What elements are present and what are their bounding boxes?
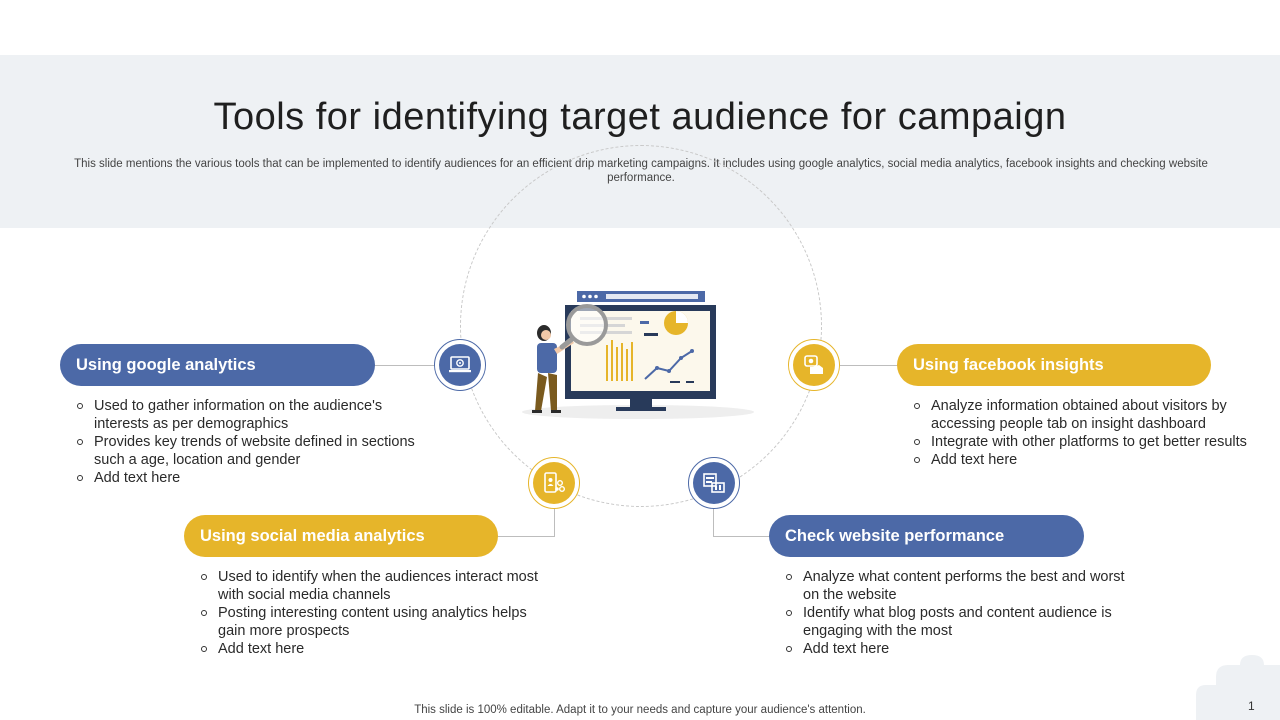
footer-note: This slide is 100% editable. Adapt it to… (414, 704, 866, 716)
facebook-insights-icon (804, 355, 823, 374)
website-performance-label: Check website performance (785, 526, 1005, 545)
connector-facebook (840, 365, 898, 366)
google-analytics-label: Using google analytics (76, 355, 256, 374)
connector-social-horizontal (496, 536, 555, 537)
corner-decoration (1196, 655, 1280, 720)
facebook-insights-label: Using facebook insights (913, 355, 1104, 374)
social-media-analytics-bullets: Used to identify when the audiences inte… (200, 568, 550, 658)
dashed-circle-guide (460, 145, 822, 507)
google-analytics-icon-badge (434, 339, 486, 391)
list-item: Add text here (200, 640, 550, 658)
list-item: Identify what blog posts and content aud… (785, 604, 1135, 640)
website-performance-pill: Check website performance (769, 515, 1084, 557)
google-analytics-pill: Using google analytics (60, 344, 375, 386)
website-performance-bullets: Analyze what content performs the best a… (785, 568, 1135, 658)
list-item: Analyze what content performs the best a… (785, 568, 1135, 604)
google-analytics-bullets: Used to gather information on the audien… (76, 397, 426, 487)
list-item: Integrate with other platforms to get be… (913, 433, 1263, 451)
website-performance-icon-badge (688, 457, 740, 509)
list-item: Add text here (785, 640, 1135, 658)
list-item: Provides key trends of website defined i… (76, 433, 426, 469)
social-media-analytics-label: Using social media analytics (200, 526, 425, 545)
list-item: Add text here (913, 451, 1263, 469)
website-performance-icon (703, 473, 725, 493)
facebook-insights-pill: Using facebook insights (897, 344, 1211, 386)
slide-title: Tools for identifying target audience fo… (213, 96, 1067, 138)
social-media-phone-icon (544, 472, 566, 493)
list-item: Used to identify when the audiences inte… (200, 568, 550, 604)
social-media-icon-badge (528, 457, 580, 509)
page-number: 1 (1248, 699, 1255, 713)
connector-google (372, 365, 434, 366)
analytics-monitor-magnifier-illustration (522, 291, 754, 419)
connector-website-horizontal (713, 536, 771, 537)
connector-social-vertical (554, 507, 555, 536)
social-media-analytics-pill: Using social media analytics (184, 515, 498, 557)
list-item: Add text here (76, 469, 426, 487)
list-item: Posting interesting content using analyt… (200, 604, 550, 640)
connector-website-vertical (713, 507, 714, 536)
list-item: Used to gather information on the audien… (76, 397, 426, 433)
facebook-insights-icon-badge (788, 339, 840, 391)
list-item: Analyze information obtained about visit… (913, 397, 1263, 433)
facebook-insights-bullets: Analyze information obtained about visit… (913, 397, 1263, 469)
analytics-laptop-icon (449, 356, 471, 373)
